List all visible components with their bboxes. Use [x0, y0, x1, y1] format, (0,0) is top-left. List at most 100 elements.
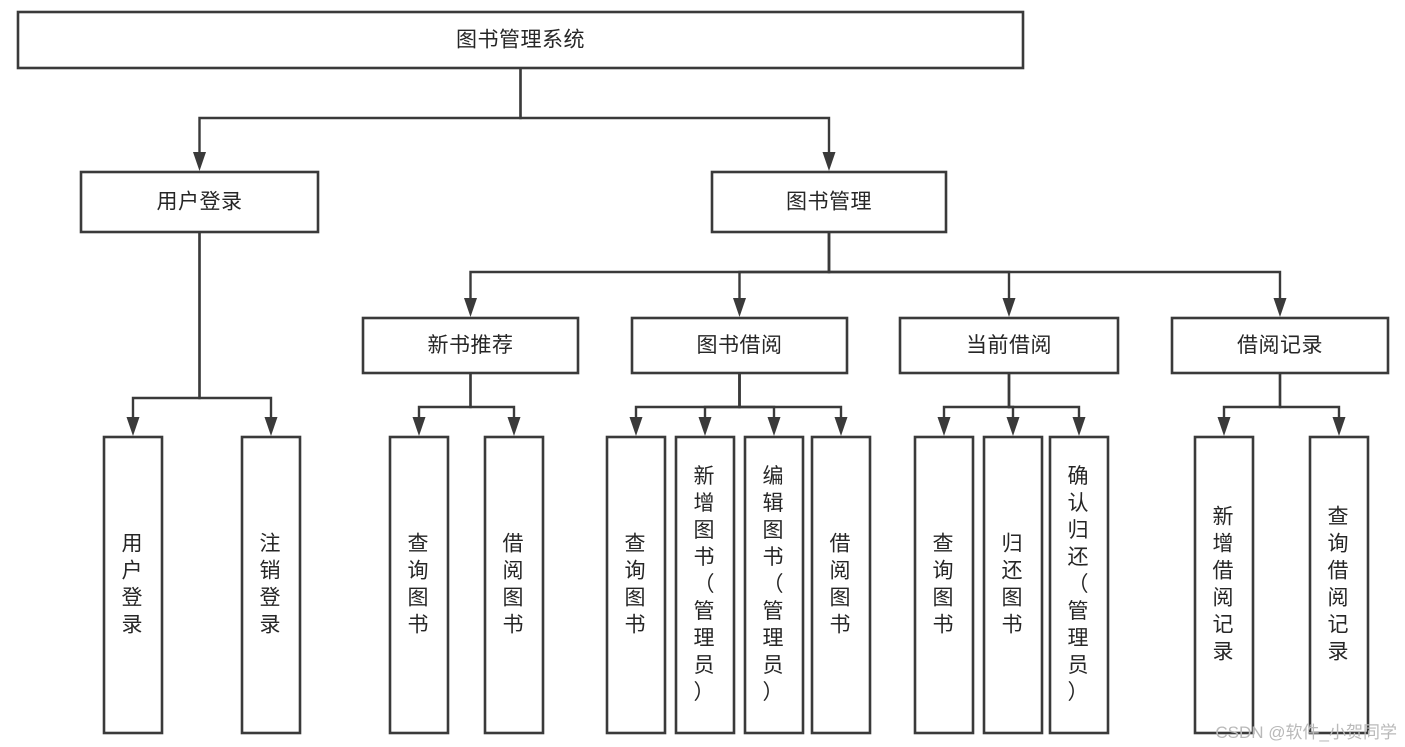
node-leaf-borrow-book-recommend[interactable]: 借阅图书	[483, 435, 545, 735]
node-borrow-record[interactable]: 借阅记录	[1170, 316, 1390, 375]
node-box-leaf-query-book-recommend[interactable]	[388, 435, 450, 735]
node-label-leaf-logout-login: 注销登录	[260, 532, 283, 636]
connector-book-borrow-to-leaf-query-book-borrow	[629, 371, 741, 436]
node-label-leaf-query-book-recommend: 查询图书	[408, 532, 431, 636]
node-leaf-query-borrow-record[interactable]: 查询借阅记录	[1308, 435, 1370, 735]
arrow-head-icon	[412, 417, 426, 436]
arrow-head-icon	[698, 417, 712, 436]
node-box-root[interactable]	[16, 10, 1025, 70]
node-leaf-add-borrow-record[interactable]: 新增借阅记录	[1193, 435, 1255, 735]
node-leaf-query-book-recommend[interactable]: 查询图书	[388, 435, 450, 735]
node-label-leaf-query-borrow-record: 查询借阅记录	[1328, 505, 1351, 663]
connector-book-management-to-new-book-recommend	[464, 230, 831, 317]
arrow-head-icon	[1217, 417, 1231, 436]
arrow-head-icon	[733, 298, 746, 317]
node-box-leaf-query-book-current[interactable]	[913, 435, 975, 735]
arrow-head-icon	[1273, 298, 1287, 317]
node-box-leaf-user-login[interactable]	[102, 435, 164, 735]
node-box-book-borrow[interactable]	[630, 316, 849, 375]
connector-current-borrow-to-leaf-confirm-return	[1007, 371, 1086, 436]
node-book-management[interactable]: 图书管理	[710, 170, 948, 234]
connector-user-login-to-leaf-user-login	[126, 230, 201, 436]
arrow-head-icon	[1002, 298, 1016, 317]
node-box-leaf-query-book-borrow[interactable]	[605, 435, 667, 735]
node-box-borrow-record[interactable]	[1170, 316, 1390, 375]
connector-borrow-record-to-leaf-query-borrow-record	[1278, 371, 1346, 436]
connector-borrow-record-to-leaf-add-borrow-record	[1217, 371, 1282, 436]
node-leaf-logout-login[interactable]: 注销登录	[240, 435, 302, 735]
node-new-book-recommend[interactable]: 新书推荐	[361, 316, 580, 375]
node-label-leaf-return-book: 归还图书	[1002, 532, 1025, 636]
connector-root-to-book-management	[519, 66, 836, 171]
node-box-current-borrow[interactable]	[898, 316, 1120, 375]
node-leaf-query-book-current[interactable]: 查询图书	[913, 435, 975, 735]
connector-root-to-user-login	[193, 66, 522, 171]
node-root[interactable]: 图书管理系统	[16, 10, 1025, 70]
arrow-head-icon	[126, 417, 140, 436]
node-box-leaf-add-book[interactable]	[674, 435, 736, 735]
node-label-leaf-borrow-book-recommend: 借阅图书	[503, 532, 526, 636]
node-label-current-borrow: 当前借阅	[966, 334, 1052, 357]
node-layer: 图书管理系统用户登录图书管理新书推荐图书借阅当前借阅借阅记录用户登录注销登录查询…	[16, 10, 1390, 735]
node-user-login[interactable]: 用户登录	[79, 170, 320, 234]
node-label-leaf-borrow-book: 借阅图书	[830, 532, 853, 636]
connector-layer	[126, 66, 1346, 436]
connector-book-management-to-book-borrow	[733, 230, 831, 317]
arrow-head-icon	[1332, 417, 1346, 436]
node-box-leaf-borrow-book-recommend[interactable]	[483, 435, 545, 735]
connector-book-borrow-to-leaf-add-book	[698, 371, 741, 436]
node-box-leaf-borrow-book[interactable]	[810, 435, 872, 735]
node-label-leaf-add-borrow-record: 新增借阅记录	[1213, 505, 1236, 663]
connector-book-management-to-current-borrow	[827, 230, 1016, 317]
node-box-leaf-logout-login[interactable]	[240, 435, 302, 735]
node-leaf-user-login[interactable]: 用户登录	[102, 435, 164, 735]
node-current-borrow[interactable]: 当前借阅	[898, 316, 1120, 375]
node-label-leaf-confirm-return: 确认归还（管理员）	[1068, 465, 1091, 704]
node-box-user-login[interactable]	[79, 170, 320, 234]
arrow-head-icon	[834, 417, 848, 436]
connector-current-borrow-to-leaf-query-book-current	[937, 371, 1011, 436]
node-label-leaf-query-book-borrow: 查询图书	[625, 532, 648, 636]
node-box-book-management[interactable]	[710, 170, 948, 234]
node-box-leaf-query-borrow-record[interactable]	[1308, 435, 1370, 735]
node-label-root: 图书管理系统	[456, 29, 585, 52]
connector-new-book-recommend-to-leaf-borrow-book-recommend	[469, 371, 521, 436]
arrow-head-icon	[1006, 417, 1020, 436]
node-label-leaf-user-login: 用户登录	[122, 532, 145, 636]
arrow-head-icon	[507, 417, 521, 436]
arrow-head-icon	[767, 417, 781, 436]
arrow-head-icon	[264, 417, 278, 436]
node-leaf-add-book[interactable]: 新增图书（管理员）	[674, 435, 736, 735]
node-book-borrow[interactable]: 图书借阅	[630, 316, 849, 375]
node-leaf-query-book-borrow[interactable]: 查询图书	[605, 435, 667, 735]
arrow-head-icon	[822, 152, 836, 171]
connector-book-borrow-to-leaf-edit-book	[738, 371, 781, 436]
connector-new-book-recommend-to-leaf-query-book-recommend	[412, 371, 472, 436]
node-box-leaf-return-book[interactable]	[982, 435, 1044, 735]
node-label-leaf-add-book: 新增图书（管理员）	[694, 465, 717, 704]
node-box-leaf-confirm-return[interactable]	[1048, 435, 1110, 735]
arrow-head-icon	[193, 152, 206, 171]
arrow-head-icon	[1072, 417, 1086, 436]
node-leaf-confirm-return[interactable]: 确认归还（管理员）	[1048, 435, 1110, 735]
arrow-head-icon	[464, 298, 477, 317]
node-leaf-return-book[interactable]: 归还图书	[982, 435, 1044, 735]
node-box-leaf-add-borrow-record[interactable]	[1193, 435, 1255, 735]
node-label-leaf-query-book-current: 查询图书	[933, 532, 956, 636]
node-box-new-book-recommend[interactable]	[361, 316, 580, 375]
node-label-book-borrow: 图书借阅	[697, 334, 783, 357]
node-leaf-borrow-book[interactable]: 借阅图书	[810, 435, 872, 735]
node-box-leaf-edit-book[interactable]	[743, 435, 805, 735]
node-label-borrow-record: 借阅记录	[1237, 334, 1323, 357]
node-label-new-book-recommend: 新书推荐	[428, 334, 514, 357]
node-leaf-edit-book[interactable]: 编辑图书（管理员）	[743, 435, 805, 735]
connector-book-management-to-borrow-record	[827, 230, 1287, 317]
node-label-user-login: 用户登录	[157, 191, 243, 214]
connector-user-login-to-leaf-logout-login	[198, 230, 278, 436]
arrow-head-icon	[629, 417, 643, 436]
node-label-leaf-edit-book: 编辑图书（管理员）	[763, 465, 786, 704]
arrow-head-icon	[937, 417, 951, 436]
connector-book-borrow-to-leaf-borrow-book	[738, 371, 848, 436]
